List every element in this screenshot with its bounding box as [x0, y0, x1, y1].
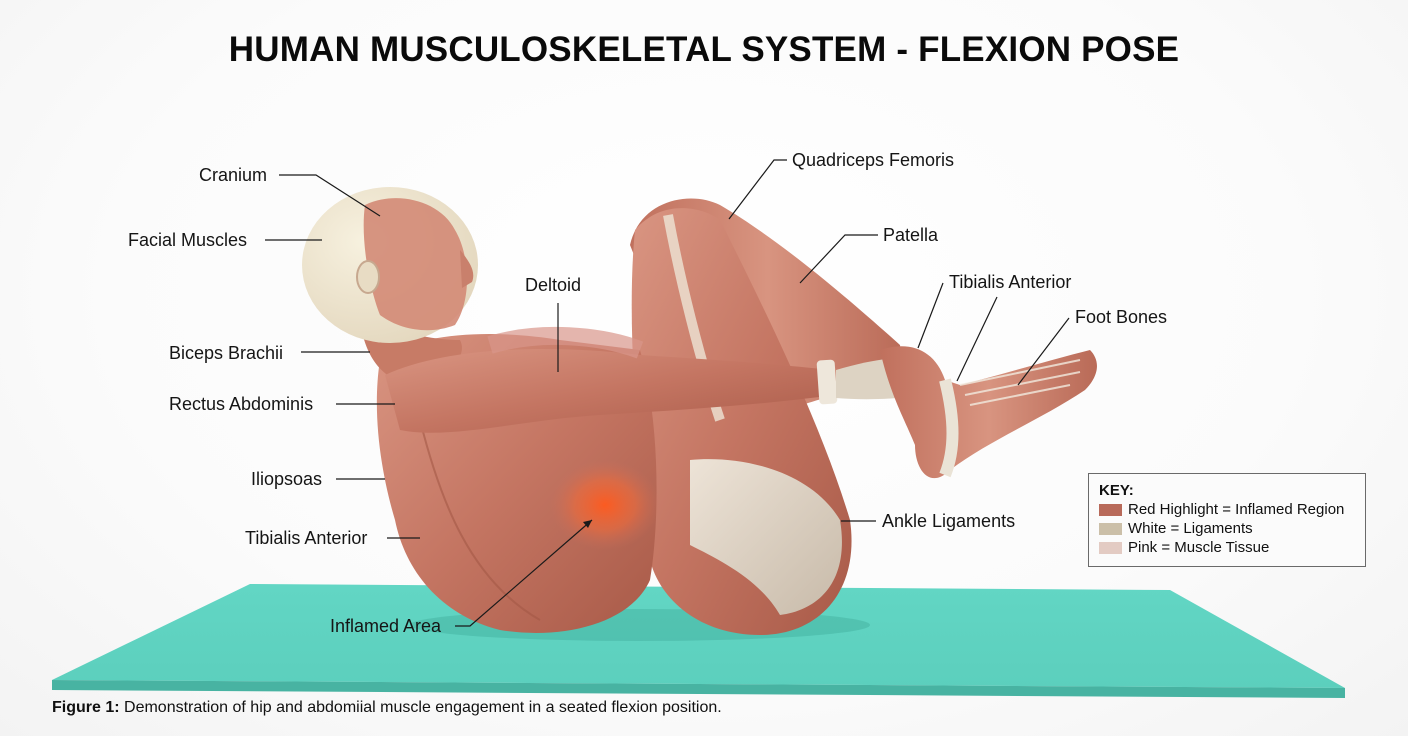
figure-caption: Figure 1: Demonstration of hip and abdom…: [52, 699, 722, 717]
label-quadriceps-femoris: Quadriceps Femoris: [792, 150, 955, 170]
legend-swatch-red: [1099, 503, 1122, 516]
label-rectus-abdominis: Rectus Abdominis: [169, 394, 314, 414]
label-foot-bones: Foot Bones: [1075, 307, 1168, 327]
label-iliopsoas: Iliopsoas: [251, 469, 323, 489]
label-tibialis-anterior-right: Tibialis Anterior: [949, 272, 1072, 292]
label-facial-muscles: Facial Muscles: [128, 230, 248, 250]
legend-item-inflamed: Red Highlight = Inflamed Region: [1099, 500, 1355, 519]
label-tibialis-anterior-left: Tibialis Anterior: [245, 528, 368, 548]
label-biceps-brachii: Biceps Brachii: [169, 343, 284, 363]
label-ankle-ligaments: Ankle Ligaments: [882, 511, 1016, 531]
legend-key: KEY: Red Highlight = Inflamed Region Whi…: [1088, 473, 1366, 567]
label-inflamed-area: Inflamed Area: [330, 616, 442, 636]
legend-swatch-white: [1099, 522, 1122, 535]
legend-item-label: Pink = Muscle Tissue: [1128, 539, 1270, 556]
legend-item-muscle: Pink = Muscle Tissue: [1099, 538, 1355, 557]
legend-item-ligaments: White = Ligaments: [1099, 519, 1355, 538]
label-patella: Patella: [883, 225, 939, 245]
leader-lines: [265, 159, 1070, 627]
label-cranium: Cranium: [199, 165, 268, 185]
caption-prefix: Figure 1:: [52, 699, 120, 716]
caption-text: Demonstration of hip and abdomiial muscl…: [119, 699, 722, 716]
legend-title: KEY:: [1099, 482, 1134, 499]
legend-swatch-pink: [1099, 541, 1122, 554]
legend-item-label: White = Ligaments: [1128, 520, 1253, 537]
page-title: HUMAN MUSCULOSKELETAL SYSTEM - FLEXION P…: [228, 30, 1180, 69]
label-deltoid: Deltoid: [525, 275, 582, 295]
legend-item-label: Red Highlight = Inflamed Region: [1128, 501, 1345, 518]
